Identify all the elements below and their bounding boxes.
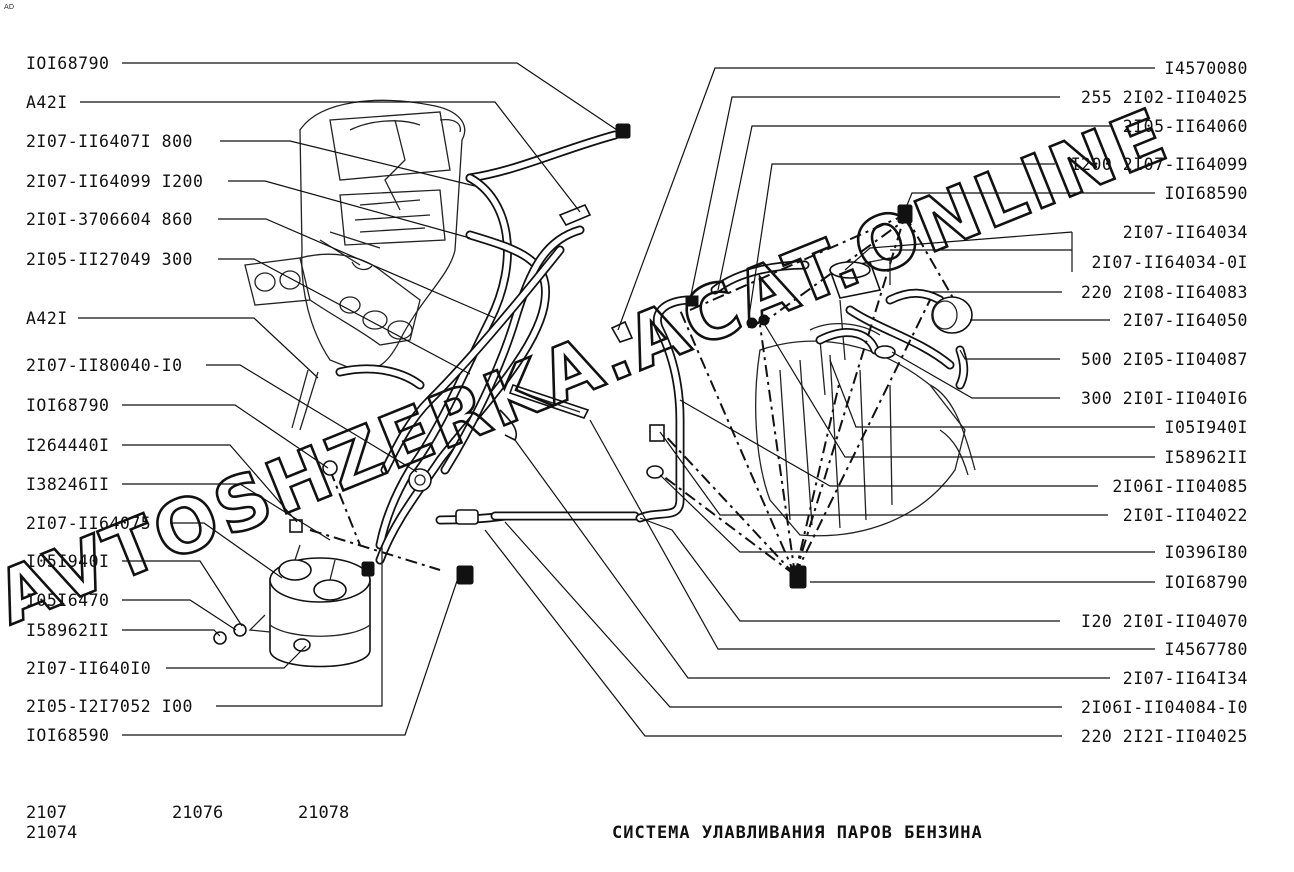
label-l-17: IOI68590 [26,726,109,745]
label-r-18: I4567780 [1165,640,1248,659]
model-21078: 21078 [298,803,349,823]
corner-mark: AD [4,3,14,11]
label-r-11: I05I940I [1165,418,1248,437]
hoses [291,130,969,565]
label-r-12: I58962II [1165,448,1248,467]
label-l-16: 2I05-I2I7052 I00 [26,697,193,716]
label-r-9: 500 2I05-II04087 [1081,350,1248,369]
engine-drawing [244,99,466,373]
leader-lines-left [78,62,618,736]
label-l-11: 2I07-II64075 [26,514,151,533]
leader-lines-right [484,67,1155,737]
label-r-16: IOI68790 [1165,573,1248,592]
label-r-2: 2I05-II64060 [1123,117,1248,136]
label-r-6: 2I07-II64034-0I [1091,253,1248,272]
label-r-20: 2I06I-II04084-I0 [1081,698,1248,717]
label-r-3: I200 2I07-II64099 [1071,155,1248,174]
label-r-14: 2I0I-II04022 [1123,506,1248,525]
parts [213,123,973,668]
label-l-6: A42I [26,309,68,328]
label-r-17: I20 2I0I-II04070 [1081,612,1248,631]
label-l-3: 2I07-II64099 I200 [26,172,203,191]
model-21076: 21076 [172,803,223,823]
label-l-2: 2I07-II6407I 800 [26,132,193,151]
label-l-0: IOI68790 [26,54,109,73]
label-l-1: A42I [26,93,68,112]
model-21074: 21074 [26,823,77,843]
label-l-8: IOI68790 [26,396,109,415]
label-r-1: 255 2I02-II04025 [1081,88,1248,107]
label-r-4: IOI68590 [1165,184,1248,203]
label-r-0: I4570080 [1165,59,1248,78]
label-l-12: I05I940I [26,552,109,571]
assembly-lines [309,214,961,576]
label-r-19: 2I07-II64I34 [1123,669,1248,688]
label-r-21: 220 2I2I-II04025 [1081,727,1248,746]
diagram-title: СИСТЕМА УЛАВЛИВАНИЯ ПАРОВ БЕНЗИНА [612,823,983,843]
label-l-7: 2I07-II80040-I0 [26,356,183,375]
canister-adsorber [248,544,371,668]
label-l-14: I58962II [26,621,109,640]
label-l-13: I05I6470 [26,591,109,610]
footer: 2107 21074 21076 21078 СИСТЕМА УЛАВЛИВАН… [26,803,983,843]
label-r-7: 220 2I08-II64083 [1081,283,1248,302]
label-l-9: I264440I [26,436,109,455]
label-r-10: 300 2I0I-II040I6 [1081,389,1248,408]
label-r-8: 2I07-II64050 [1123,311,1248,330]
model-2107: 2107 [26,803,67,823]
label-l-5: 2I05-II27049 300 [26,250,193,269]
label-l-4: 2I0I-3706604 860 [26,210,193,229]
label-r-5: 2I07-II64034 [1123,223,1248,242]
labels-left: IOI68790 A42I 2I07-II6407I 800 2I07-II64… [26,54,203,745]
label-r-15: I0396I80 [1165,543,1248,562]
label-l-15: 2I07-II640I0 [26,659,151,678]
label-l-10: I38246II [26,475,109,494]
labels-right: I4570080 255 2I02-II04025 2I05-II64060 I… [1071,59,1248,746]
label-r-13: 2I06I-II04085 [1112,477,1248,496]
